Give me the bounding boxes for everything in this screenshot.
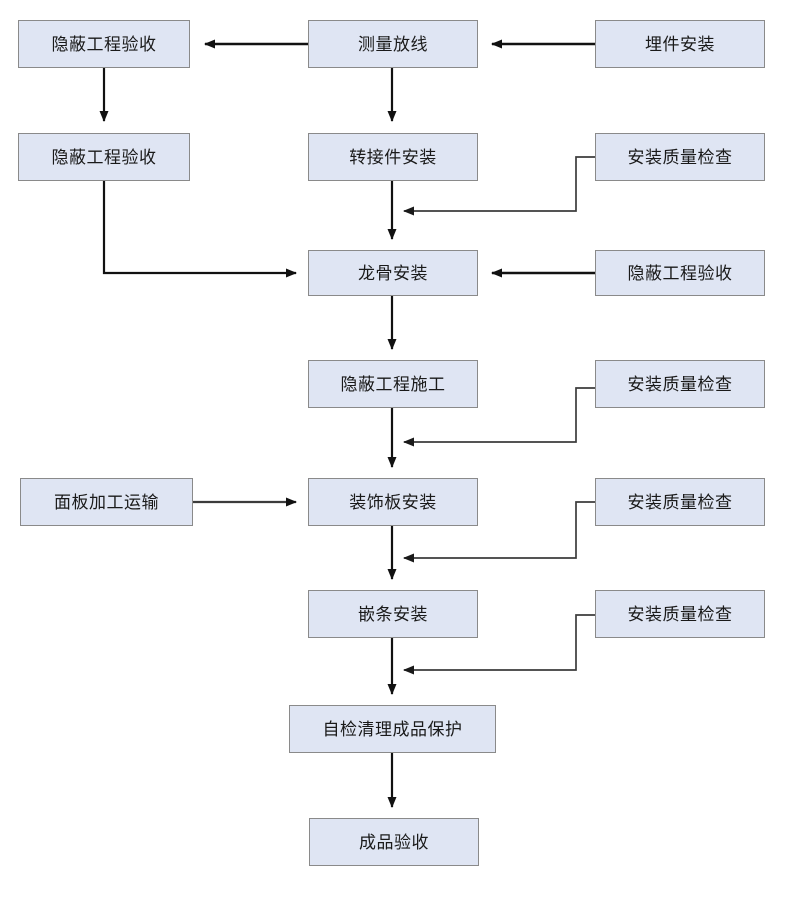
node-yinbi-gongcheng-yanshou-3[interactable]: 隐蔽工程验收 xyxy=(595,250,765,296)
node-label: 嵌条安装 xyxy=(358,604,428,624)
node-chengpin-yanshou[interactable]: 成品验收 xyxy=(309,818,479,866)
node-label: 装饰板安装 xyxy=(349,492,437,512)
node-yinbi-gongcheng-yanshou-1[interactable]: 隐蔽工程验收 xyxy=(18,20,190,68)
node-qiantiao-anzhuang[interactable]: 嵌条安装 xyxy=(308,590,478,638)
node-label: 安装质量检查 xyxy=(627,147,733,167)
node-zhuangshiban-anzhuang[interactable]: 装饰板安装 xyxy=(308,478,478,526)
node-mianban-jiagong-yunshu[interactable]: 面板加工运输 xyxy=(20,478,193,526)
node-label: 隐蔽工程施工 xyxy=(340,374,446,394)
node-label: 面板加工运输 xyxy=(54,492,159,512)
node-label: 隐蔽工程验收 xyxy=(51,147,157,167)
node-label: 隐蔽工程验收 xyxy=(51,34,157,54)
node-label: 安装质量检查 xyxy=(627,374,733,394)
edge-zhiliang1-to-zhuanjiejian xyxy=(403,156,595,216)
node-label: 自检清理成品保护 xyxy=(322,719,463,739)
node-zijian-qingli-chengpin-baohu[interactable]: 自检清理成品保护 xyxy=(289,705,496,753)
edge-zhiliang3-to-zhuangshiban xyxy=(403,501,595,563)
node-label: 成品验收 xyxy=(359,832,429,852)
node-anzhuang-zhiliang-jiancha-2[interactable]: 安装质量检查 xyxy=(595,360,765,408)
node-anzhuang-zhiliang-jiancha-4[interactable]: 安装质量检查 xyxy=(595,590,765,638)
edge-yinbi2-to-longgu xyxy=(102,181,297,278)
node-label: 安装质量检查 xyxy=(627,604,733,624)
node-label: 龙骨安装 xyxy=(358,263,428,283)
edge-zhiliang4-to-qiantiao xyxy=(403,614,595,675)
edge-zhiliang2-to-yinbishigong xyxy=(403,387,595,447)
node-label: 安装质量检查 xyxy=(627,492,733,512)
node-celiang-fangxian[interactable]: 测量放线 xyxy=(308,20,478,68)
node-maijian-anzhuang[interactable]: 埋件安装 xyxy=(595,20,765,68)
node-anzhuang-zhiliang-jiancha-3[interactable]: 安装质量检查 xyxy=(595,478,765,526)
node-label: 测量放线 xyxy=(358,34,428,54)
node-anzhuang-zhiliang-jiancha-1[interactable]: 安装质量检查 xyxy=(595,133,765,181)
node-label: 埋件安装 xyxy=(645,34,715,54)
node-yinbi-gongcheng-yanshou-2[interactable]: 隐蔽工程验收 xyxy=(18,133,190,181)
node-label: 转接件安装 xyxy=(349,147,437,167)
node-zhuanjiejian-anzhuang[interactable]: 转接件安装 xyxy=(308,133,478,181)
node-yinbi-gongcheng-shigong[interactable]: 隐蔽工程施工 xyxy=(308,360,478,408)
node-label: 隐蔽工程验收 xyxy=(627,263,733,283)
node-longgu-anzhuang[interactable]: 龙骨安装 xyxy=(308,250,478,296)
